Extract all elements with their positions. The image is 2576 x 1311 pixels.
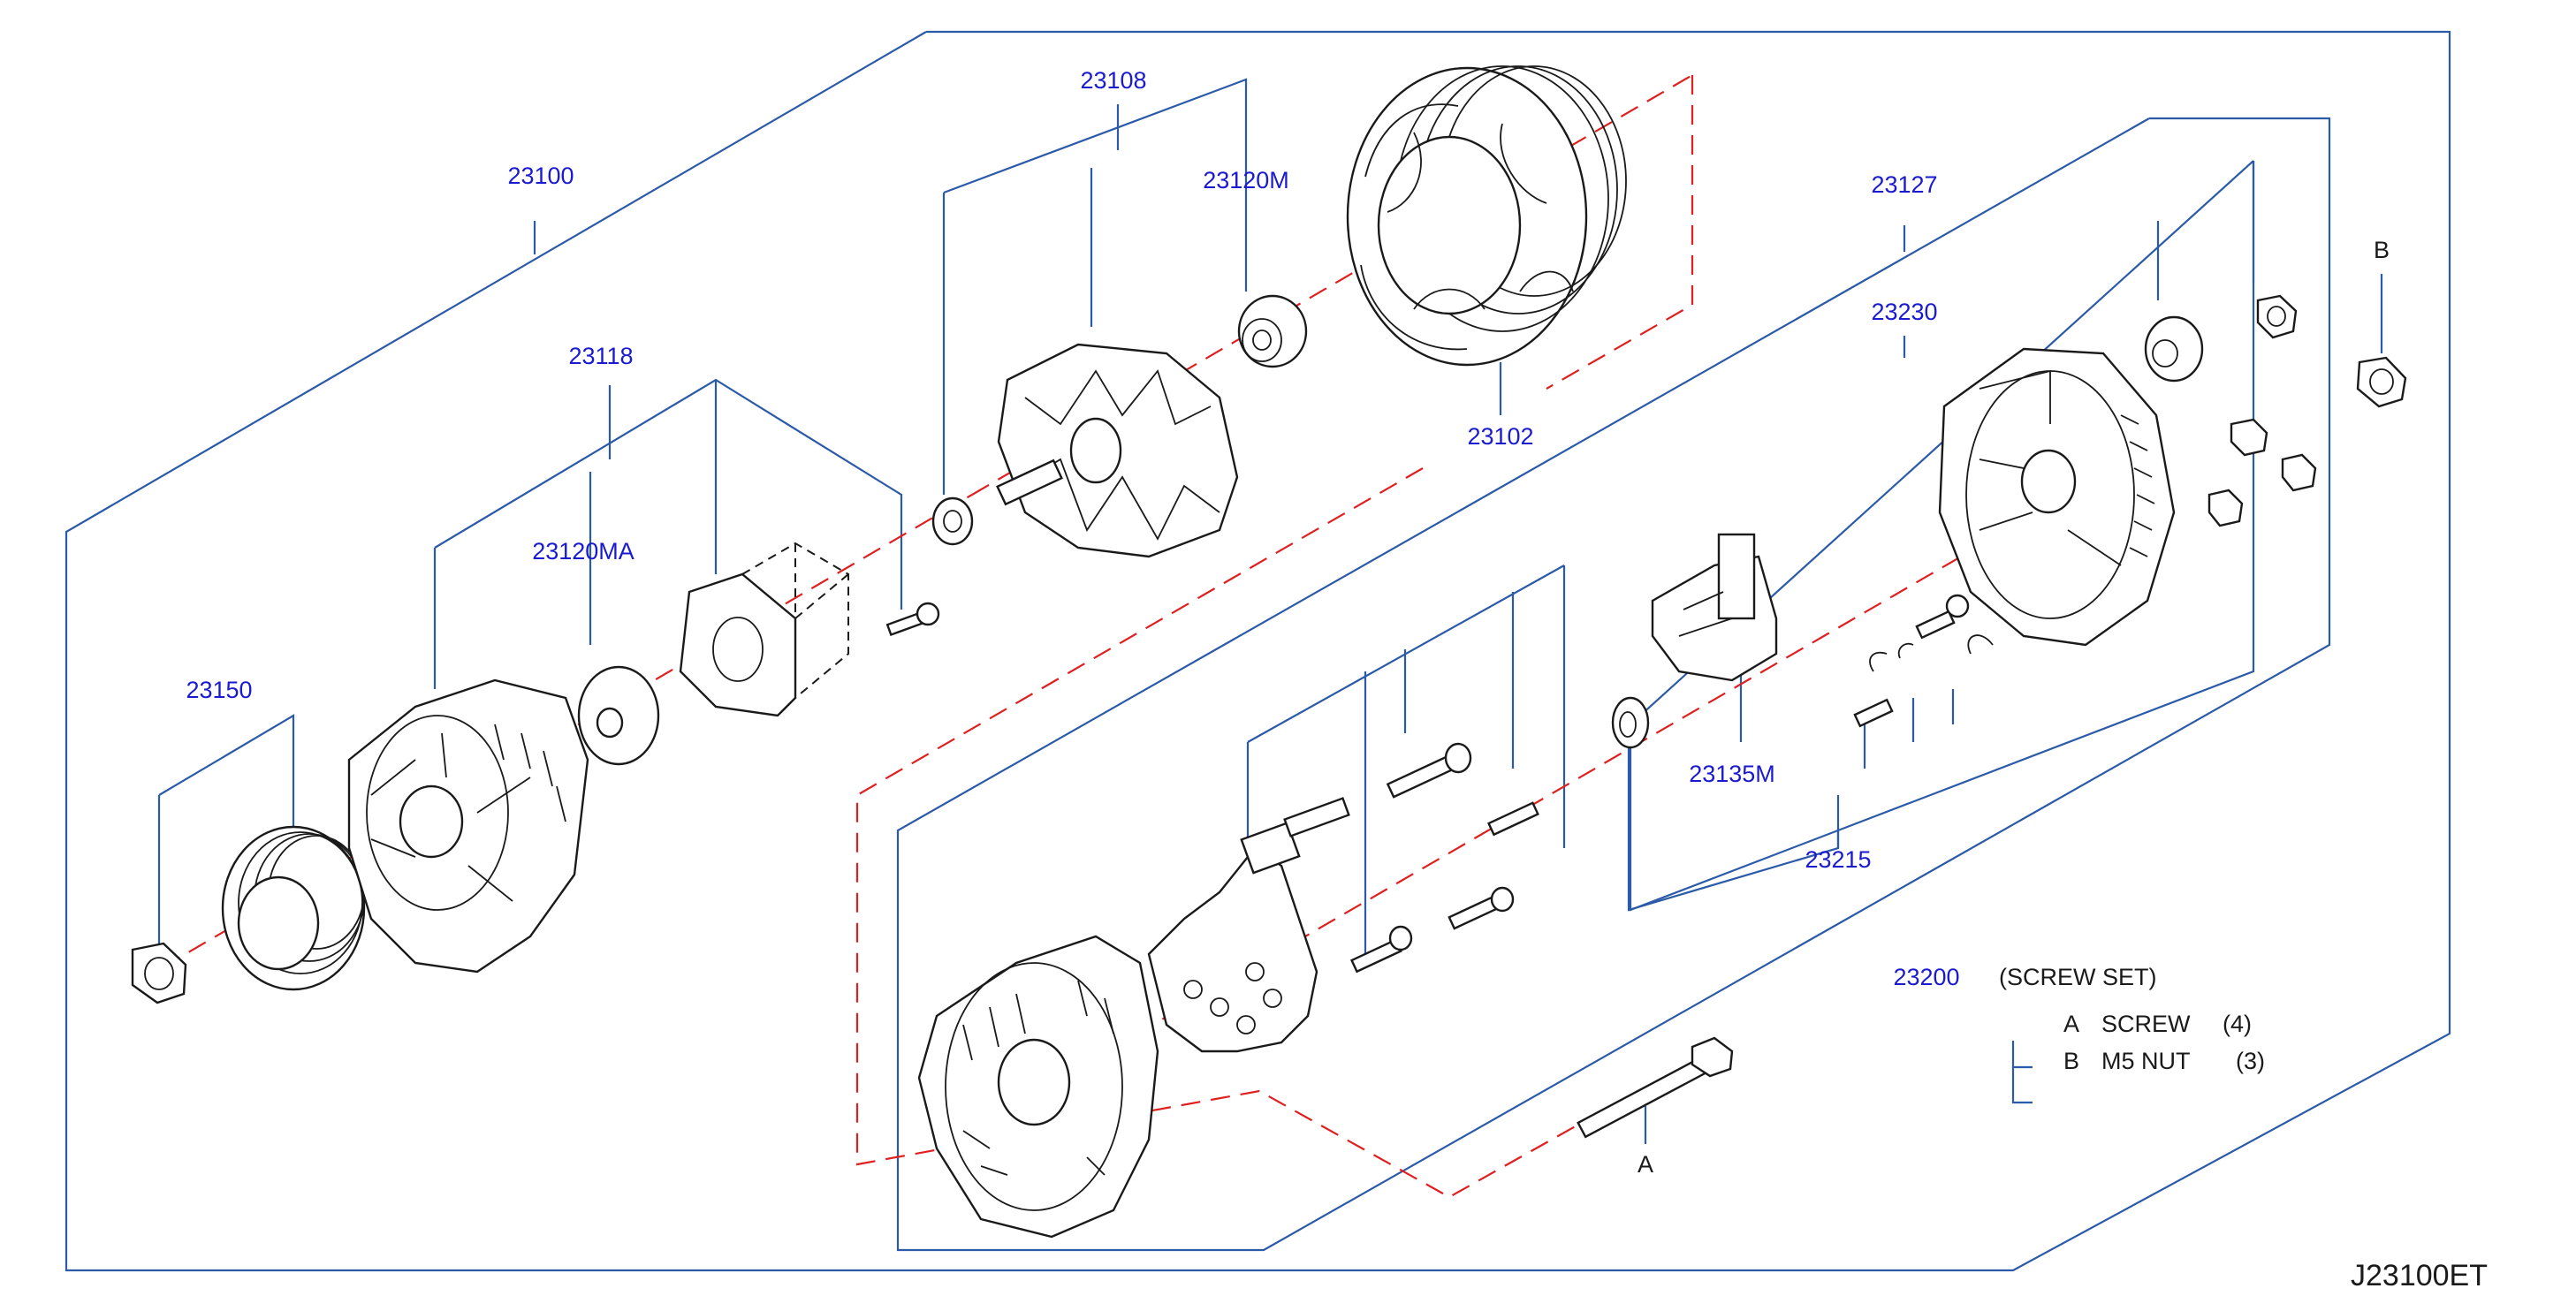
part-number-23215: 23215	[1805, 846, 1871, 873]
part-number-23120ma: 23120MA	[532, 538, 635, 565]
screw-set-legend: (SCREW SET) A SCREW (4) B M5 NUT (3)	[1999, 964, 2265, 1074]
mounting-bolt-icon	[1349, 742, 1539, 974]
part-number-23108: 23108	[1080, 67, 1146, 94]
spacer-icon	[577, 665, 660, 766]
screw-set-row-a-name: SCREW	[2101, 1011, 2191, 1037]
part-number-23150: 23150	[186, 677, 252, 703]
pulley-nut-icon	[131, 942, 187, 1004]
retainer-plate-icon	[679, 542, 849, 717]
screw-set-row-b-key: B	[2063, 1048, 2079, 1074]
screw-set-row-a-key: A	[2063, 1011, 2079, 1037]
rear-cover-icon	[917, 935, 1159, 1239]
part-number-23100: 23100	[507, 163, 574, 189]
voltage-regulator-icon	[1651, 533, 1778, 682]
part-number-23135m: 23135M	[1689, 761, 1775, 787]
rotor-front-bearing-icon	[931, 496, 974, 546]
part-number-23230: 23230	[1871, 299, 1937, 325]
screw-set-title: (SCREW SET)	[1999, 964, 2157, 990]
screw-set-row-b-name: M5 NUT	[2101, 1048, 2191, 1074]
through-bolt-icon	[1577, 1036, 1734, 1139]
pulley-icon	[221, 825, 366, 991]
leader-lines	[157, 78, 2383, 1144]
part-number-23200: 23200	[1893, 964, 1959, 990]
assembly-boundary-23127	[896, 117, 2331, 1252]
screw-set-row-a-qty: (4)	[2223, 1011, 2252, 1037]
rotor-icon	[996, 343, 1239, 558]
part-number-23127: 23127	[1871, 171, 1937, 198]
part-number-23118: 23118	[568, 343, 633, 369]
callout-b: B	[2374, 237, 2390, 263]
callout-a: A	[1638, 1151, 1653, 1178]
rectifier-icon	[1147, 797, 1350, 1053]
b-nut-icon	[2356, 356, 2407, 408]
part-number-23102: 23102	[1467, 423, 1533, 450]
terminal-screw-icon	[1853, 594, 1994, 728]
diagram-reference-code: J23100ET	[2351, 1259, 2488, 1292]
part-number-23120m: 23120M	[1203, 167, 1289, 193]
screw-set-row-b-qty: (3)	[2236, 1048, 2265, 1074]
terminal-insulator-icon	[2144, 315, 2204, 383]
assembly-boundary-23100	[65, 30, 2451, 1272]
stator-icon	[1346, 65, 1627, 367]
m5-nut-icon	[2207, 294, 2317, 527]
retainer-screw-icon	[885, 602, 940, 637]
front-housing-icon	[347, 678, 589, 974]
gasket-icon	[1611, 696, 1650, 749]
rotor-rear-bearing-icon	[1237, 294, 1308, 368]
part-number-labels: 23100 23108 23120M 23118 23120MA 23150 2…	[186, 67, 1959, 990]
rear-housing-icon	[1938, 347, 2176, 647]
